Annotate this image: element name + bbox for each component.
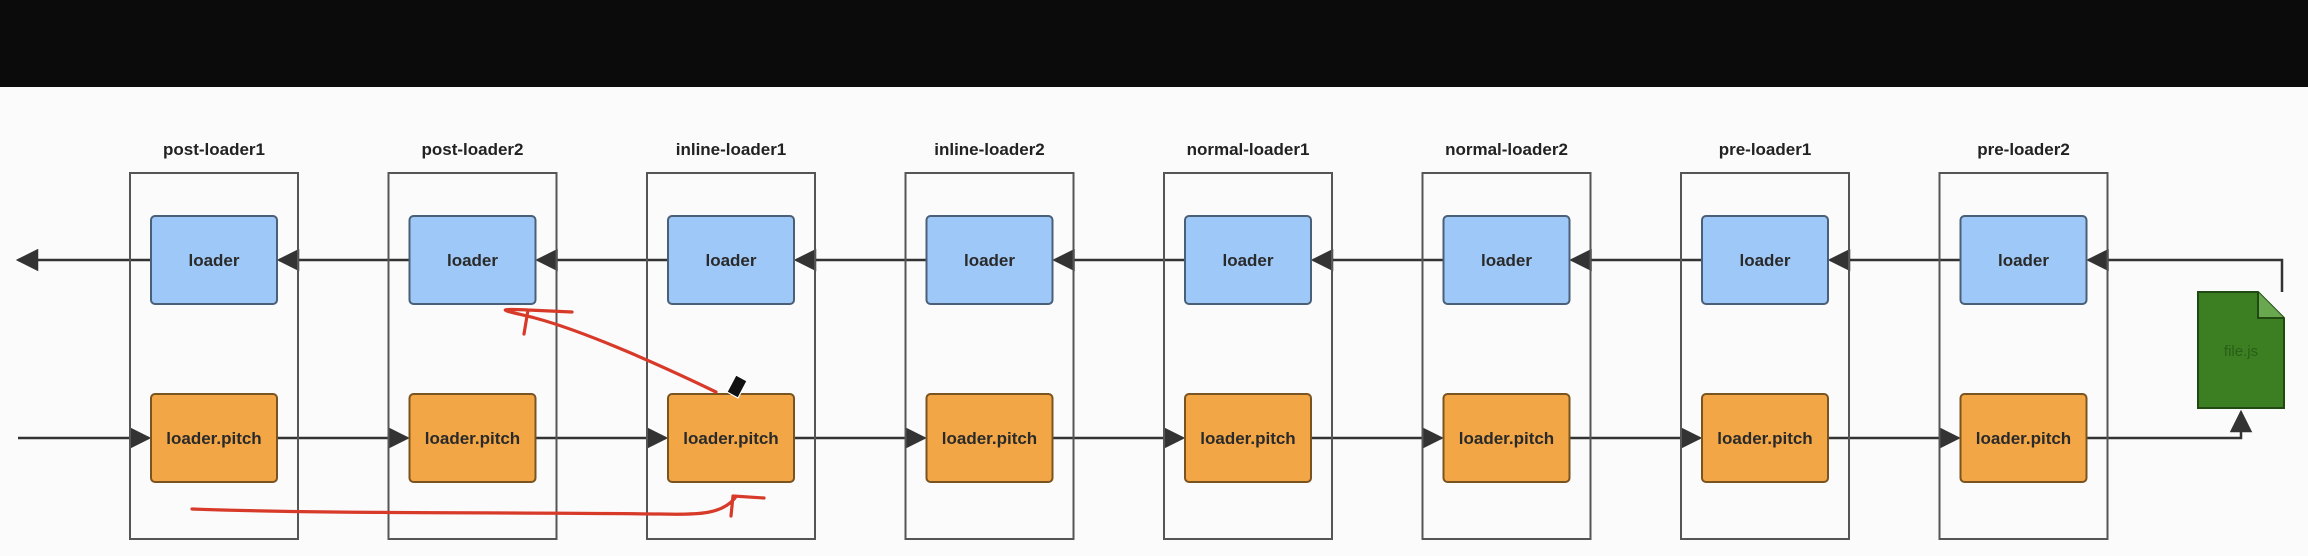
loader-box: loader [1701, 215, 1829, 305]
file-label: file.js [2224, 343, 2258, 360]
loader-box: loader [1442, 215, 1571, 305]
file-to-loader-arrow [2086, 248, 2284, 292]
column-frame [1938, 172, 2109, 540]
pitch-to-file-arrow [2086, 409, 2253, 440]
pen-cursor-icon [726, 374, 748, 399]
column-title: normal-loader2 [1445, 140, 1568, 159]
column-frame [904, 172, 1075, 540]
loader-box-label: loader [1739, 251, 1790, 270]
file-icon-body [2197, 291, 2285, 409]
loader-column: post-loader1 loader loader.pitch [129, 140, 299, 540]
loader-column: normal-loader2 loader loader.pitch [1421, 140, 1592, 540]
pitch-box-label: loader.pitch [1976, 429, 2071, 448]
loader-box-shape [1442, 215, 1571, 305]
pitch-box-shape [925, 393, 1054, 483]
loader-box-label: loader [1222, 251, 1273, 270]
loader-column: inline-loader2 loader loader.pitch [904, 140, 1075, 540]
column-frame [129, 172, 299, 540]
column-title: inline-loader2 [934, 140, 1045, 159]
loader-box: loader [1959, 215, 2088, 305]
red-annotation-top-curve [503, 307, 718, 394]
loader-box-label: loader [1998, 251, 2049, 270]
pitch-box-label: loader.pitch [1717, 429, 1812, 448]
pitch-box: loader.pitch [150, 393, 278, 483]
column-title: post-loader1 [163, 140, 265, 159]
loader-column: pre-loader1 loader loader.pitch [1680, 140, 1850, 540]
file-js-icon: file.js [2197, 291, 2285, 409]
pitch-box-label: loader.pitch [1200, 429, 1295, 448]
loader-column: post-loader2 loader loader.pitch [387, 140, 558, 540]
column-frame [646, 172, 816, 540]
pitch-box-shape [1959, 393, 2088, 483]
loader-box-label: loader [1481, 251, 1532, 270]
pitch-box-label: loader.pitch [166, 429, 261, 448]
loader-column: pre-loader2 loader loader.pitch [1938, 140, 2109, 540]
pitch-box-label: loader.pitch [683, 429, 778, 448]
column-title: pre-loader2 [1977, 140, 2070, 159]
pitch-box-shape [1442, 393, 1571, 483]
pitch-box: loader.pitch [1184, 393, 1312, 483]
loader-box-label: loader [447, 251, 498, 270]
loader-box: loader [667, 215, 795, 305]
pen-cursor-shape [726, 374, 748, 399]
column-frame [387, 172, 558, 540]
red-annotation-bottom-arrowhead [729, 494, 766, 518]
top-black-bar [0, 0, 2308, 87]
loader-box: loader [1184, 215, 1312, 305]
pitch-box: loader.pitch [1442, 393, 1571, 483]
loader-box-shape [1701, 215, 1829, 305]
column-title: normal-loader1 [1187, 140, 1310, 159]
pitch-box: loader.pitch [1959, 393, 2088, 483]
loader-box-shape [150, 215, 278, 305]
loader-box-shape [1184, 215, 1312, 305]
red-annotation-bottom-curve [190, 496, 737, 516]
column-title: pre-loader1 [1719, 140, 1812, 159]
pitch-box: loader.pitch [1701, 393, 1829, 483]
loader-box: loader [150, 215, 278, 305]
loader-box-shape [667, 215, 795, 305]
loader-box-label: loader [964, 251, 1015, 270]
red-annotation-top-arrowhead [522, 308, 574, 336]
pitch-box-shape [1184, 393, 1312, 483]
pitch-box-shape [150, 393, 278, 483]
column-title: post-loader2 [421, 140, 523, 159]
pitch-box-shape [1701, 393, 1829, 483]
loader-box: loader [408, 215, 537, 305]
pitch-box-shape [408, 393, 537, 483]
column-frame [1421, 172, 1592, 540]
pitch-box: loader.pitch [408, 393, 537, 483]
column-title: inline-loader1 [676, 140, 787, 159]
pitch-box-label: loader.pitch [942, 429, 1037, 448]
pitch-box: loader.pitch [667, 393, 795, 483]
loader-box-label: loader [188, 251, 239, 270]
loader-box-label: loader [705, 251, 756, 270]
pitch-box-label: loader.pitch [425, 429, 520, 448]
loader-column: inline-loader1 loader loader.pitch [646, 140, 816, 540]
file-icon-fold [2257, 292, 2284, 319]
column-frame [1680, 172, 1850, 540]
loader-box-shape [925, 215, 1054, 305]
loader-box-shape [1959, 215, 2088, 305]
loader-box-shape [408, 215, 537, 305]
loader-box: loader [925, 215, 1054, 305]
column-frame [1163, 172, 1333, 540]
pitch-box: loader.pitch [925, 393, 1054, 483]
loader-column: normal-loader1 loader loader.pitch [1163, 140, 1333, 540]
pitch-box-label: loader.pitch [1459, 429, 1554, 448]
